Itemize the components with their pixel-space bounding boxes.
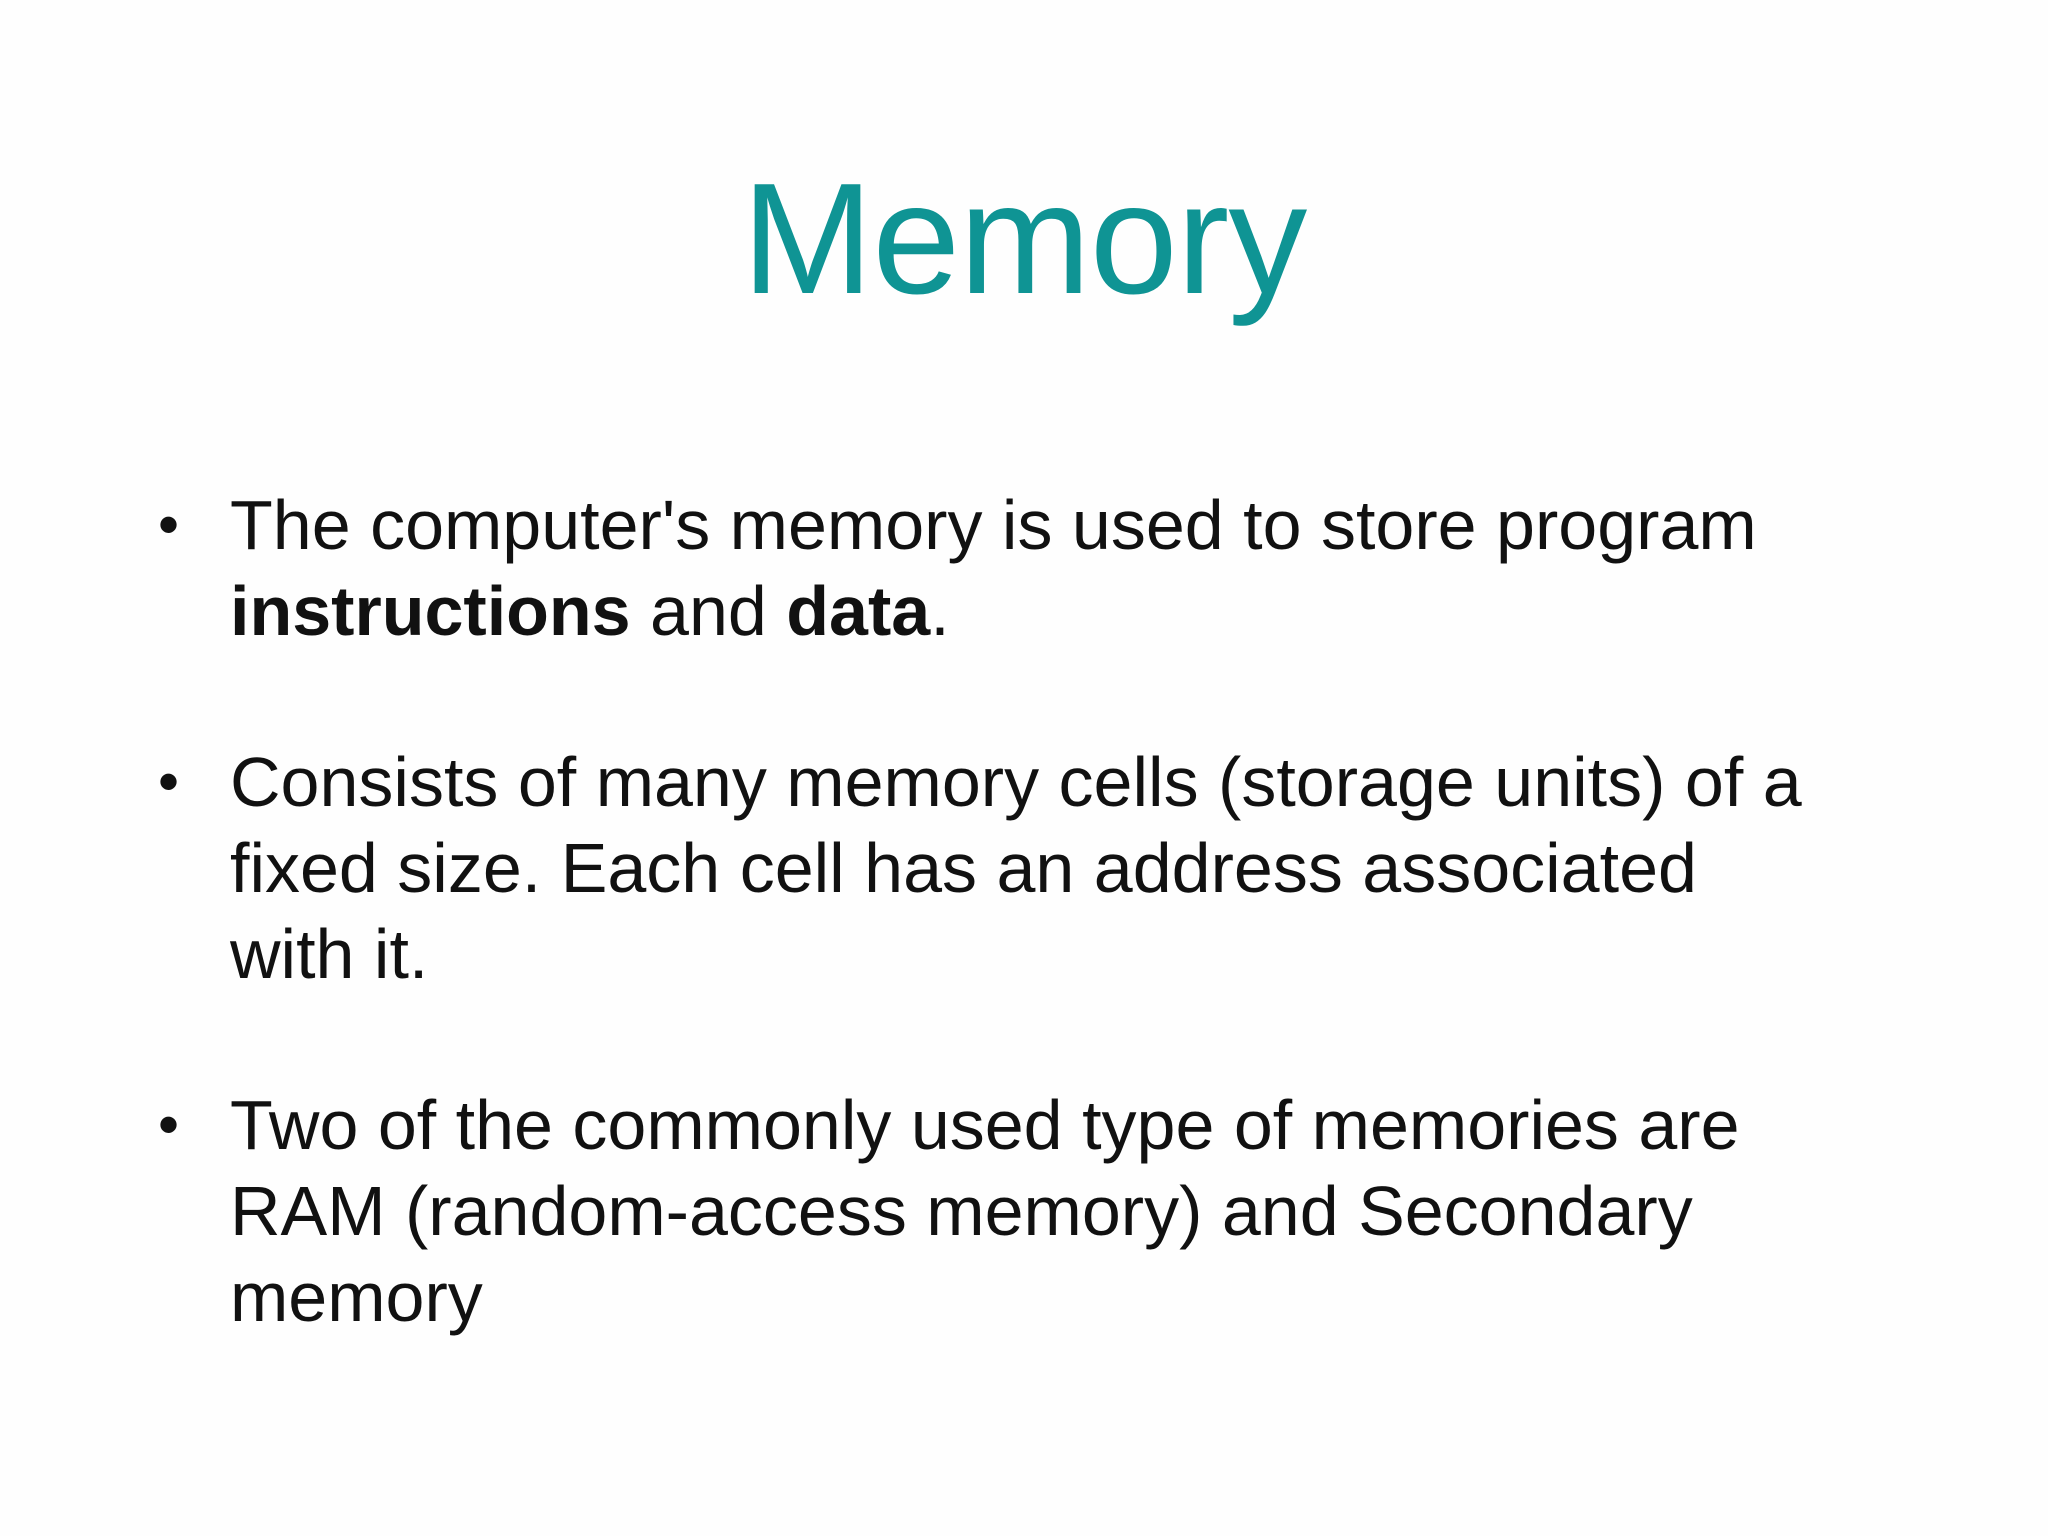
bullet-item-3: • Two of the commonly used type of memor…	[158, 1082, 1910, 1340]
bullet-3-line-1: Two of the commonly used type of memorie…	[230, 1086, 1740, 1164]
bullet-3-line-2: RAM (random-access memory) and Secondary	[230, 1172, 1693, 1250]
bullet-1-text-and: and	[630, 572, 787, 650]
bullet-2-line-2: fixed size. Each cell has an address ass…	[230, 829, 1697, 907]
bullet-item-2: • Consists of many memory cells (storage…	[158, 739, 1910, 997]
slide-title: Memory	[741, 151, 1308, 327]
bullet-item-1: • The computer's memory is used to store…	[158, 482, 1910, 654]
bullet-2-line-1: Consists of many memory cells (storage u…	[230, 743, 1802, 821]
bullet-dot-icon: •	[158, 1091, 180, 1158]
bullet-2-line-3: with it.	[230, 915, 429, 993]
bullet-1-line-2: instructions and data.	[230, 568, 1910, 654]
bullet-dot-icon: •	[158, 491, 180, 558]
bullet-1-line-1: The computer's memory is used to store p…	[230, 482, 1910, 568]
bullet-1-keyword-instructions: instructions	[230, 572, 631, 650]
bullet-1-keyword-data: data	[786, 572, 931, 650]
bullet-1-text-period: .	[930, 572, 950, 650]
bullet-1-text-1: The computer's memory is used to store p…	[230, 486, 1757, 564]
bullet-3-line-3: memory	[230, 1258, 483, 1336]
bullet-dot-icon: •	[158, 748, 180, 815]
